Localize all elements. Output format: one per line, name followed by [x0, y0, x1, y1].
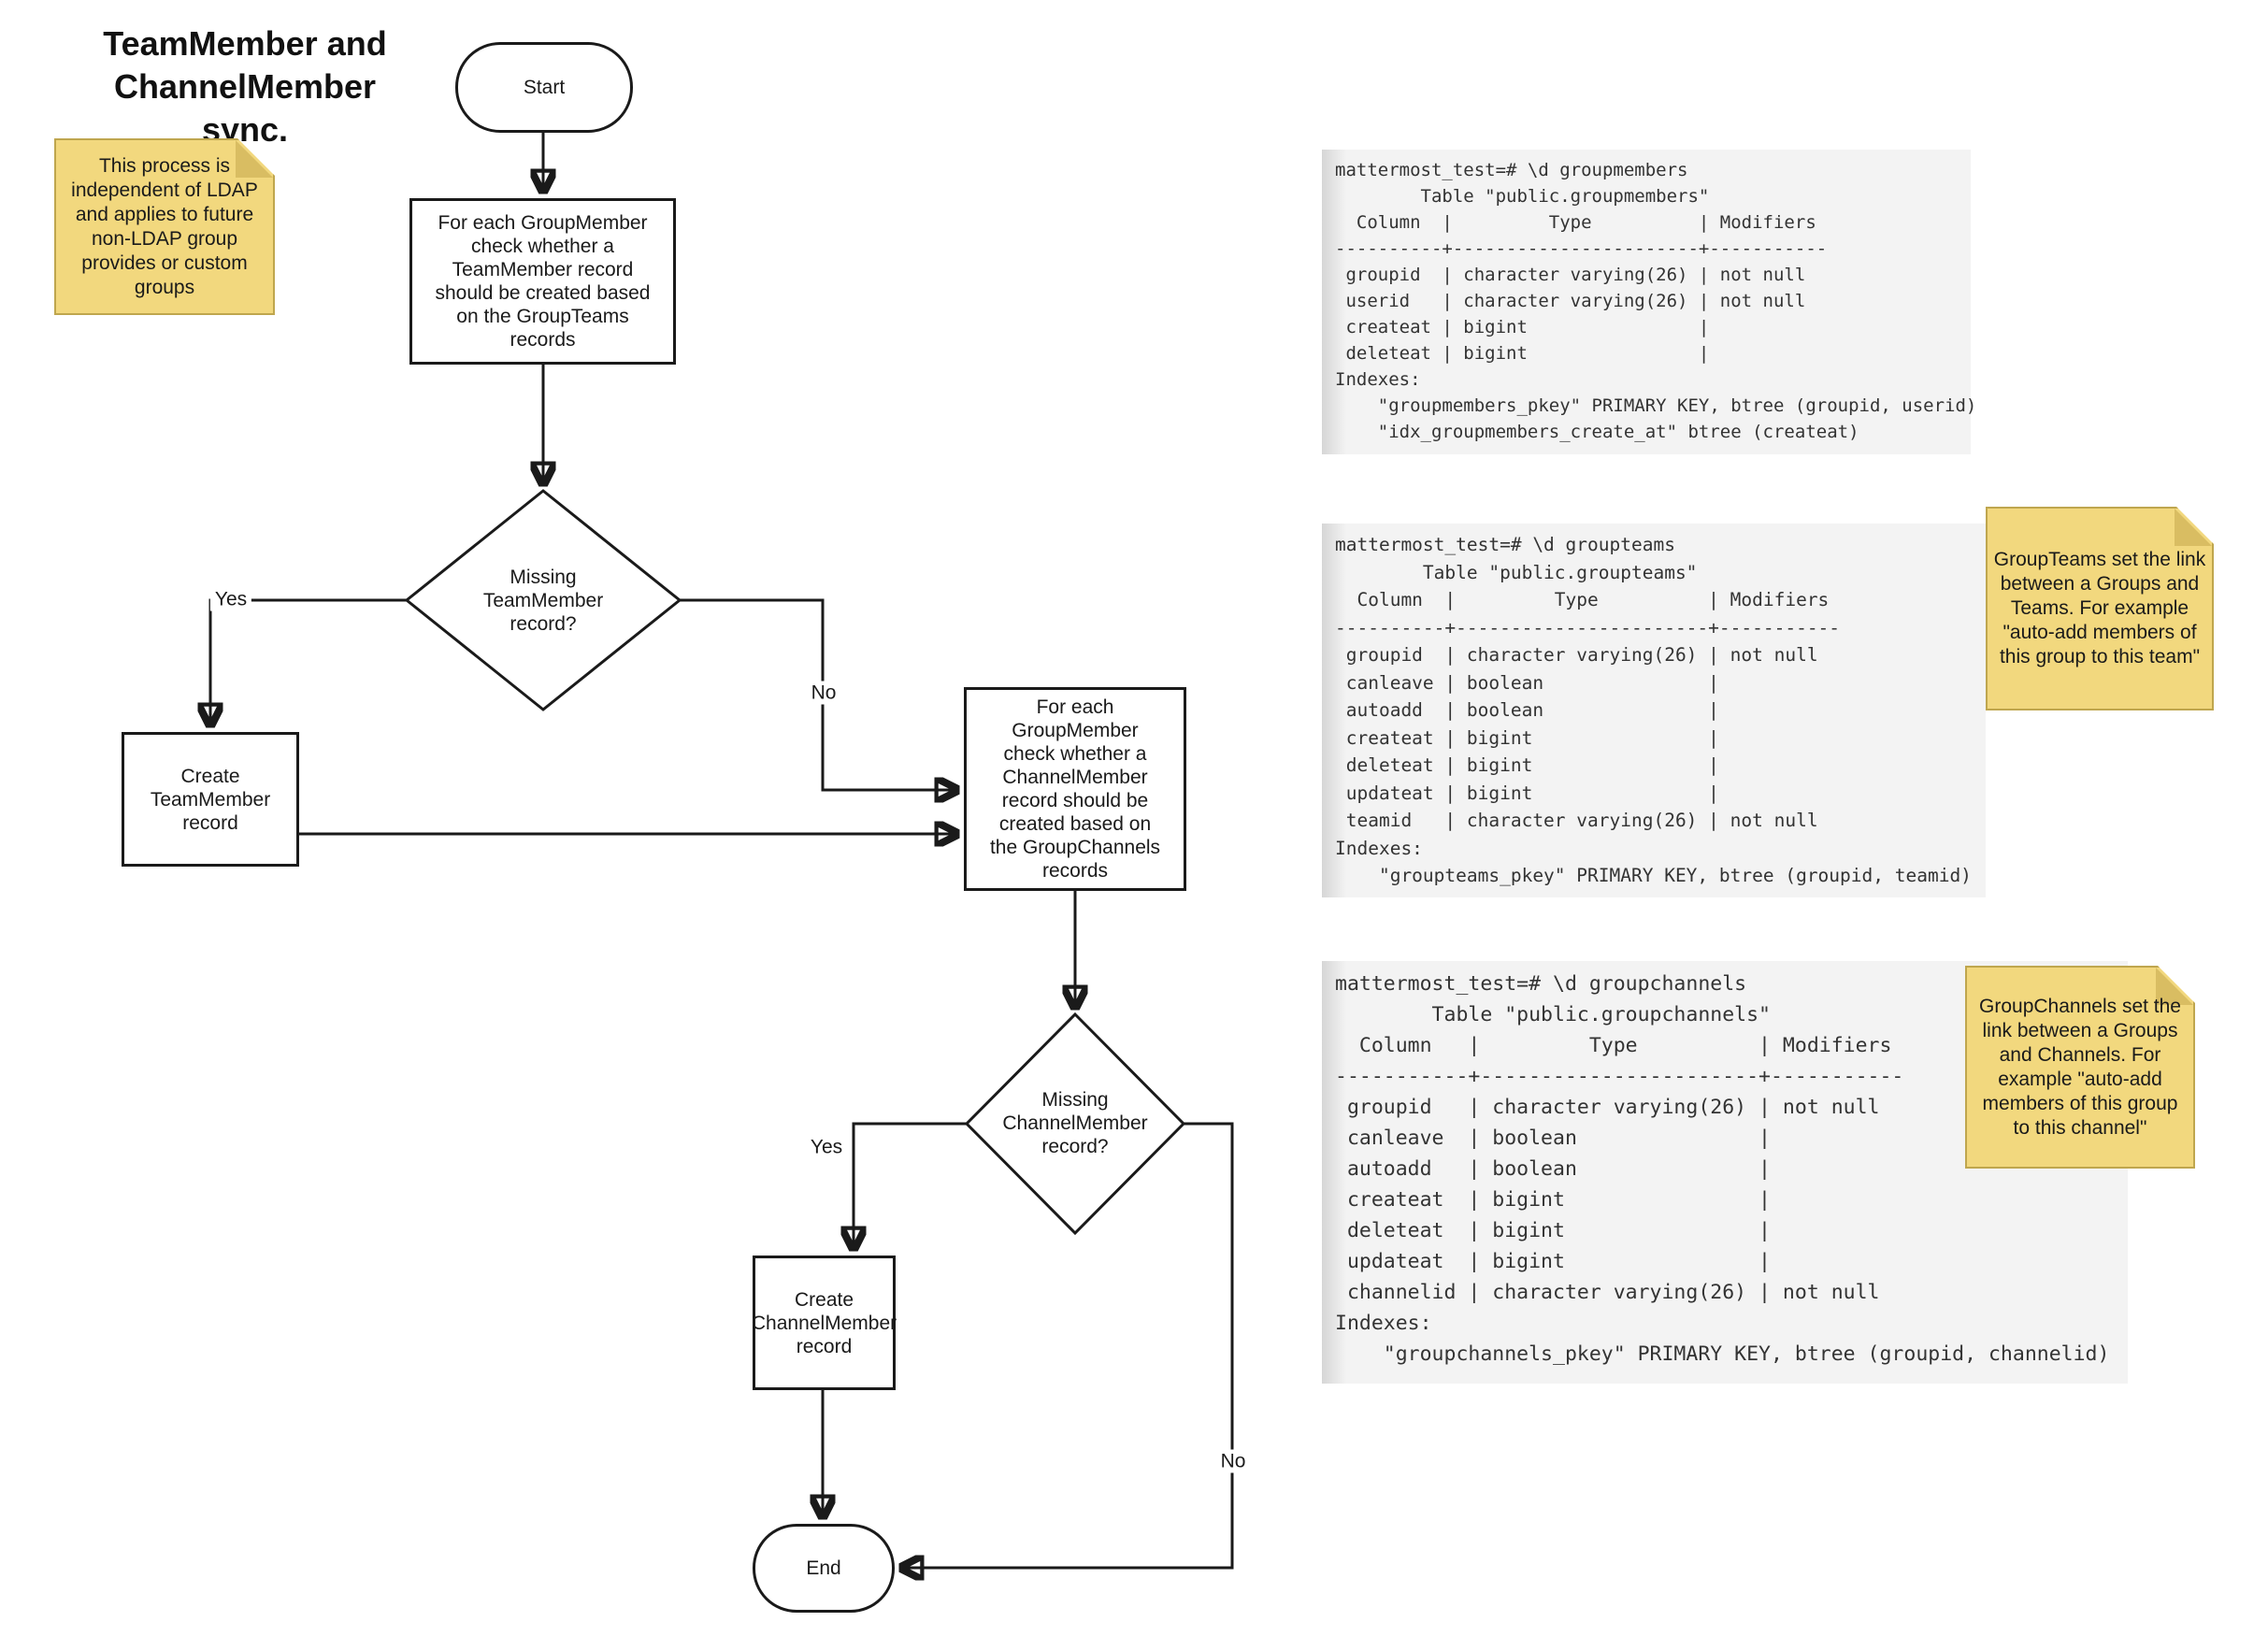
branch-label-yes-teammember: Yes	[209, 587, 252, 611]
end-node: End	[753, 1524, 895, 1613]
branch-label-yes-channelmember: Yes	[805, 1135, 848, 1159]
process-create-teammember: Create TeamMember record	[122, 732, 299, 867]
psql-output-groupteams: mattermost_test=# \d groupteams Table "p…	[1322, 524, 1986, 897]
connector-yes-to-create-channelmember	[854, 1122, 967, 1249]
start-node: Start	[455, 42, 633, 133]
branch-label-no-teammember: No	[806, 681, 841, 705]
psql-output-groupmembers: mattermost_test=# \d groupmembers Table …	[1322, 150, 1976, 454]
note-fold-icon	[2175, 509, 2212, 546]
connector-yes-to-create-teammember	[210, 598, 407, 725]
process-check-teammember: For each GroupMember check whether a Tea…	[409, 198, 676, 365]
page-title: TeamMember and ChannelMember sync.	[103, 24, 387, 149]
decision-missing-channelmember-label: Missing ChannelMember record?	[1002, 1089, 1148, 1157]
sticky-note-groupchannels-text: GroupChannels set the link between a Gro…	[1979, 995, 2181, 1139]
process-check-channelmember: For each GroupMember check whether a Cha…	[964, 687, 1186, 891]
connector-no-to-end	[901, 1122, 1234, 1568]
sticky-note-groupteams: GroupTeams set the link between a Groups…	[1986, 507, 2214, 710]
sticky-note-groupchannels: GroupChannels set the link between a Gro…	[1965, 966, 2195, 1169]
sticky-note-process: This process is independent of LDAP and …	[54, 138, 275, 315]
sticky-note-process-text: This process is independent of LDAP and …	[71, 154, 258, 298]
psql-output-groupchannels: mattermost_test=# \d groupchannels Table…	[1322, 961, 2128, 1384]
sticky-note-groupteams-text: GroupTeams set the link between a Groups…	[1993, 549, 2206, 667]
process-create-channelmember: Create ChannelMember record	[752, 1256, 897, 1390]
decision-missing-teammember-label: Missing TeamMember record?	[482, 566, 604, 635]
branch-label-no-channelmember: No	[1215, 1449, 1251, 1473]
